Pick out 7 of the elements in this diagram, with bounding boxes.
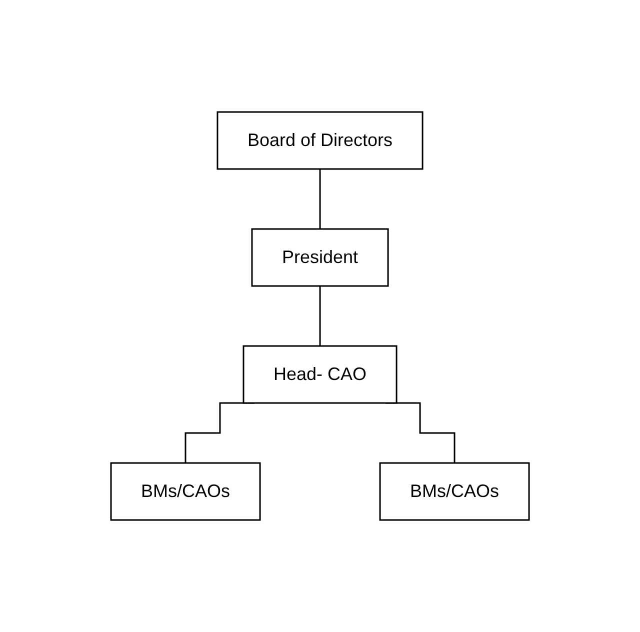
node-box: Head- CAO [242,345,398,404]
node-box: President [251,228,389,287]
node-box: BMs/CAOs [110,462,261,521]
node-box: Board of Directors [216,111,424,170]
connector [319,285,321,347]
connector [319,168,321,230]
node-box: BMs/CAOs [379,462,530,521]
